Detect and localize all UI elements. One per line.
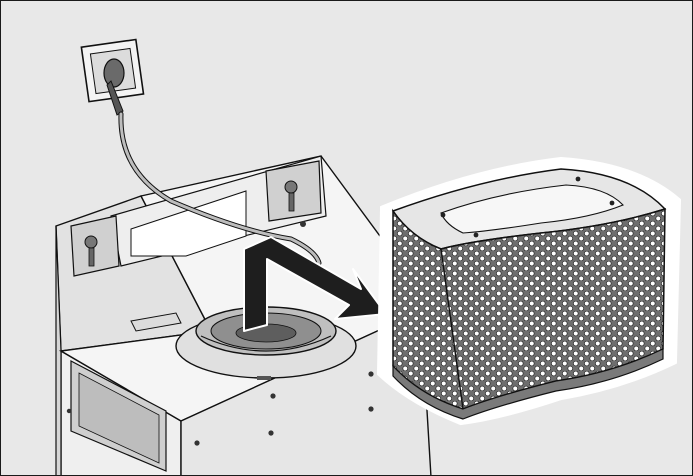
screw-icon	[66, 408, 72, 414]
screw-icon	[268, 430, 274, 436]
hood-left-edge	[55, 225, 62, 475]
hood-body	[55, 155, 432, 475]
back-panel-cutout	[130, 190, 247, 257]
screw-icon	[270, 393, 276, 399]
mounting-bracket-right	[265, 160, 322, 227]
carbon-filter-icon	[376, 156, 682, 426]
screw-icon	[368, 371, 374, 377]
fan-outlet	[175, 306, 357, 380]
power-plug-icon	[103, 58, 125, 116]
mounting-bracket-left	[70, 215, 120, 277]
screw-icon	[368, 406, 374, 412]
screw-icon	[194, 440, 200, 446]
